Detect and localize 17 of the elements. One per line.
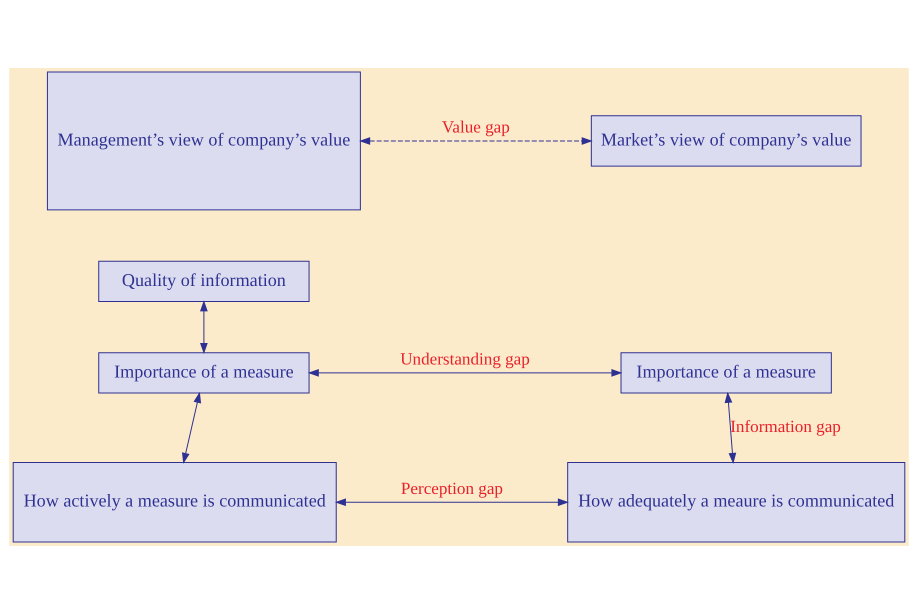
arrow (724, 392, 736, 464)
node-box: How adequately a meaure is communicated (566, 462, 905, 542)
edge-label: Information gap (730, 416, 840, 436)
edge-label: Value gap (441, 118, 510, 137)
arrow (334, 498, 568, 506)
node-box: Quality of information (98, 260, 310, 302)
node-box: Market’s view of company’s value (590, 115, 862, 167)
edge-label: Understanding gap (400, 349, 530, 368)
arrow (358, 137, 592, 145)
arrow (200, 300, 208, 354)
node-box: Importance of a measure (98, 352, 310, 394)
arrow (307, 369, 622, 377)
edge-label: Perception gap (400, 478, 502, 498)
node-box: Importance of a measure (620, 352, 832, 394)
arrow (181, 392, 201, 464)
node-box: How actively a measure is communicated (12, 462, 336, 542)
node-box: Management’s view of company’s value (46, 72, 360, 210)
